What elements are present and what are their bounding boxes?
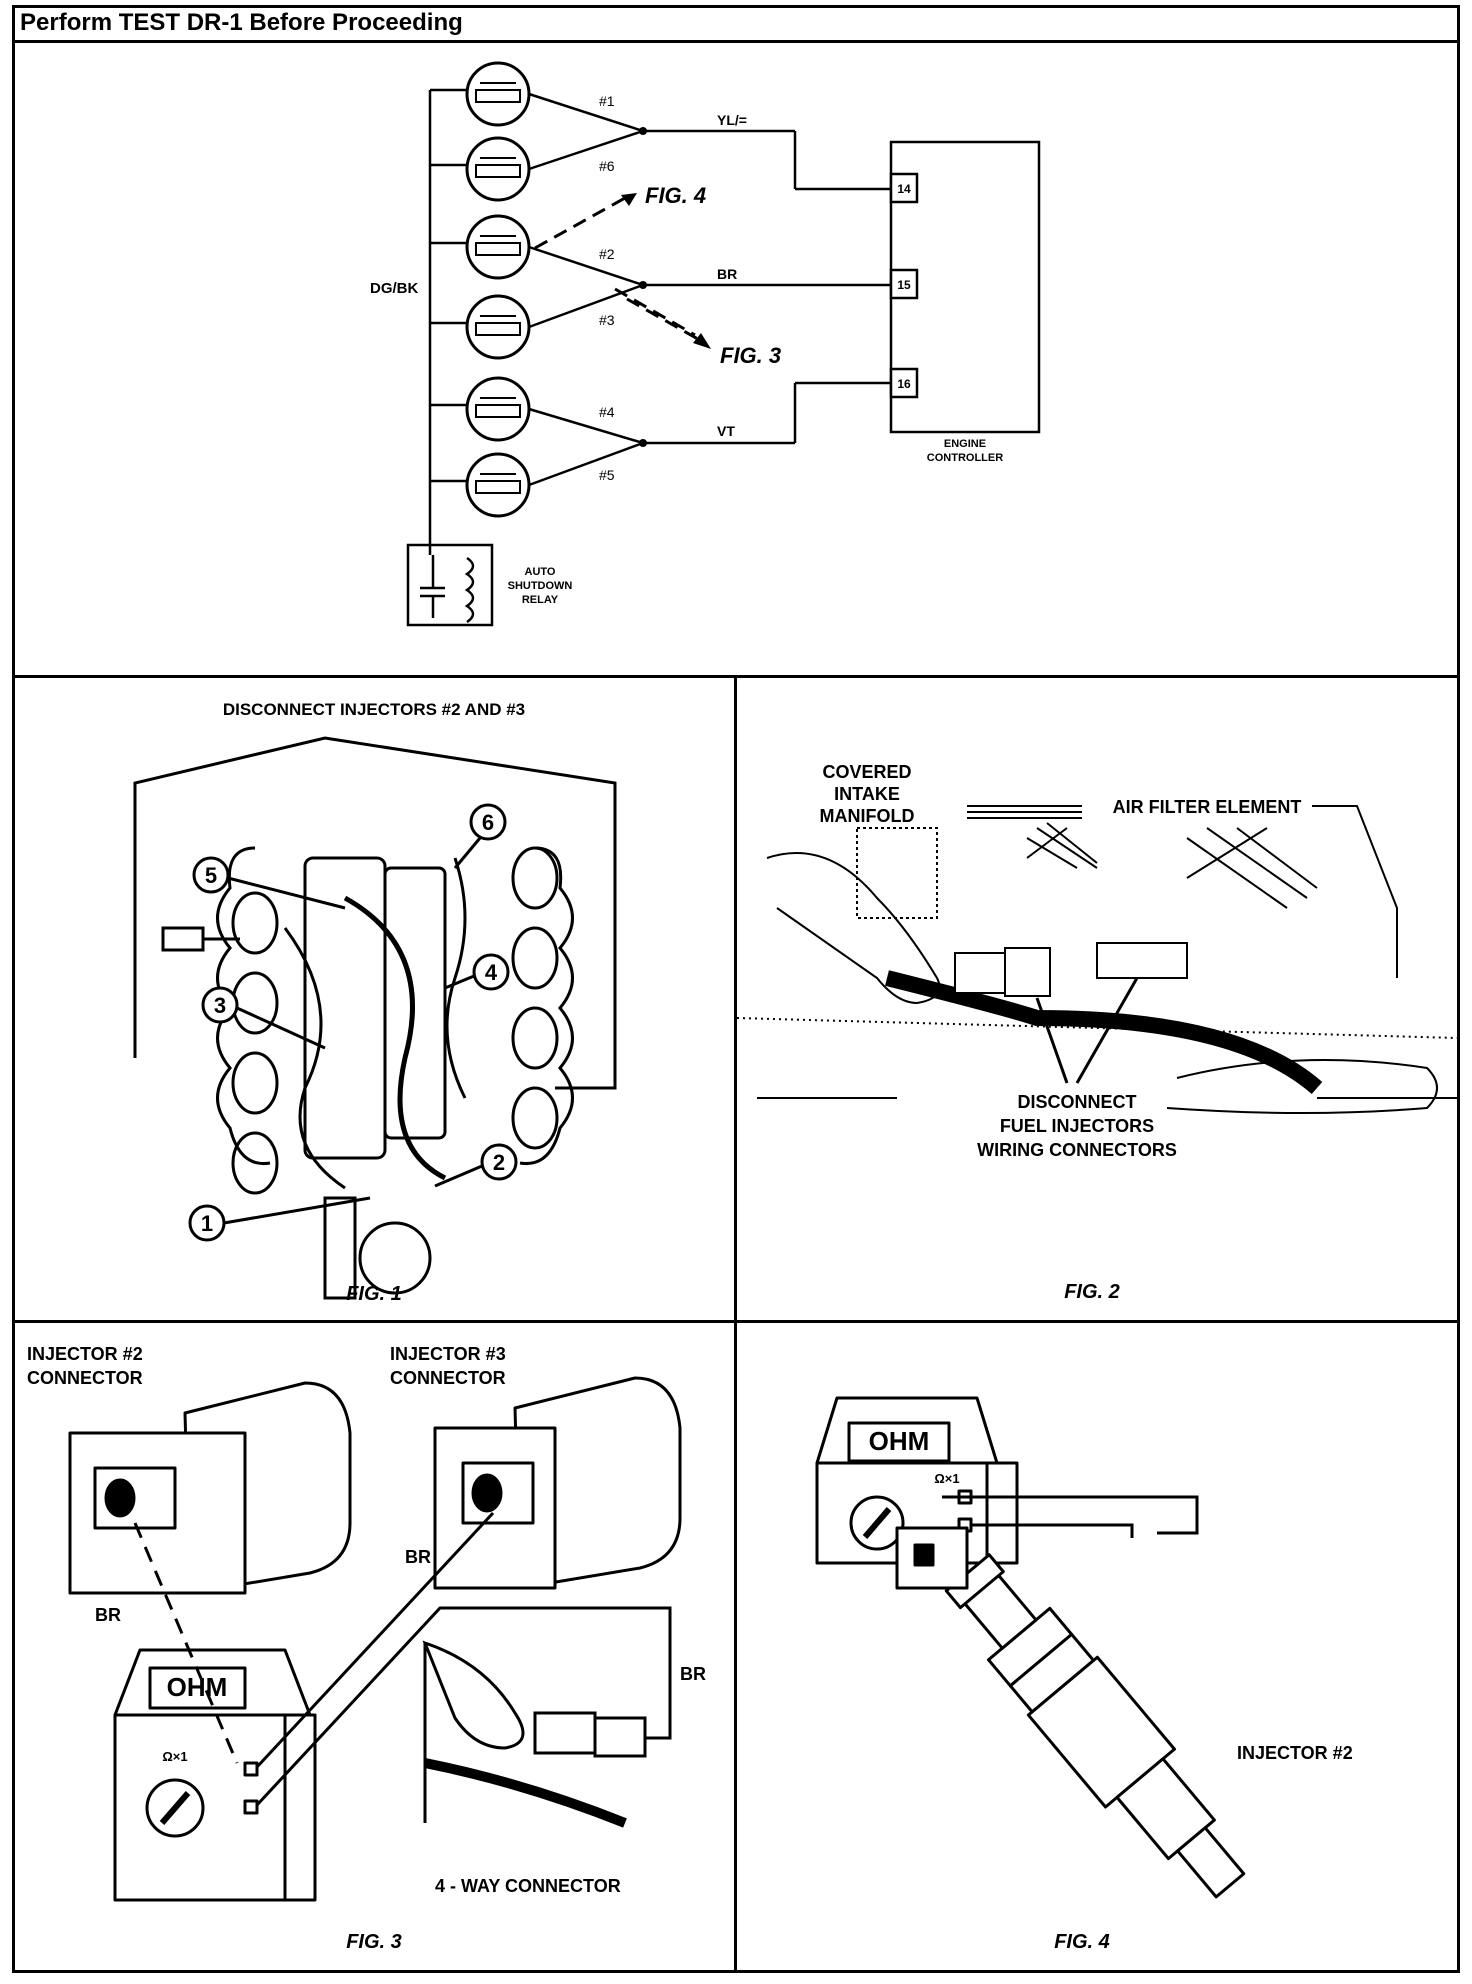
svg-text:4: 4	[485, 960, 498, 985]
fig3-inj3-label-2: CONNECTOR	[390, 1368, 506, 1388]
callout-4: 4	[444, 953, 510, 991]
fig2-illustration: COVERED INTAKE MANIFOLD AIR FILTER ELEME…	[736, 762, 1458, 1303]
callout-3: 3	[201, 986, 326, 1050]
pin-15: 15	[897, 278, 911, 292]
controller-label-2: CONTROLLER	[927, 452, 1003, 464]
fig3-panel: INJECTOR #2 CONNECTOR INJECTOR #3 CONNEC…	[15, 1323, 734, 1970]
fig3-meter-range: Ω×1	[162, 1749, 187, 1764]
controller-label-1: ENGINE	[944, 438, 986, 450]
fig2-disconnect-label-3: WIRING CONNECTORS	[977, 1140, 1177, 1160]
schematic-panel: 14 15 16 ENGINE CONTROLLER AUTO SHUTDOWN…	[15, 43, 1457, 675]
wire-yl-label: YL/=	[717, 112, 747, 128]
fig2-manifold-label-1: COVERED	[822, 762, 911, 782]
fig2-manifold-label-2: INTAKE	[834, 784, 900, 804]
fig4-injector-label: INJECTOR #2	[1237, 1743, 1353, 1763]
callout-1: 1	[188, 1196, 371, 1242]
fig1-illustration: DISCONNECT INJECTORS #2 AND #3 1 2 3 4 5…	[133, 700, 617, 1305]
relay-label-3: RELAY	[522, 594, 559, 606]
callout-2: 2	[434, 1143, 518, 1188]
fig3-inj2-label-1: INJECTOR #2	[27, 1344, 143, 1364]
fig3-inj2-label-2: CONNECTOR	[27, 1368, 143, 1388]
fig4-caption: FIG. 4	[1054, 1931, 1110, 1953]
fig3-wire-mid: BR	[405, 1547, 431, 1567]
injector-symbols	[465, 61, 531, 518]
fig2-panel: COVERED INTAKE MANIFOLD AIR FILTER ELEME…	[736, 678, 1458, 1320]
fig3-caption: FIG. 3	[346, 1931, 402, 1953]
fig3-wire-right: BR	[680, 1664, 706, 1684]
injector-1-label: #1	[599, 93, 615, 109]
pin-16: 16	[897, 377, 911, 391]
ref-fig3-label: FIG. 3	[720, 343, 781, 368]
injector-2-icon	[465, 214, 531, 280]
wire-vt-label: VT	[717, 423, 735, 439]
fig3-meter-display: OHM	[167, 1672, 228, 1702]
fig1-panel: DISCONNECT INJECTORS #2 AND #3 1 2 3 4 5…	[15, 678, 734, 1320]
fig4-illustration: OHM Ω×1 INJECTOR #2 FIG. 4	[815, 1396, 1353, 1953]
relay-label-2: SHUTDOWN	[508, 580, 573, 592]
injector-5-label: #5	[599, 467, 615, 483]
fig3-illustration: INJECTOR #2 CONNECTOR INJECTOR #3 CONNEC…	[27, 1344, 706, 1953]
header-title: Perform TEST DR-1 Before Proceeding	[20, 9, 463, 36]
divider-vertical	[734, 675, 737, 1973]
fig4-panel: OHM Ω×1 INJECTOR #2 FIG. 4	[737, 1323, 1457, 1970]
fig2-disconnect-label-2: FUEL INJECTORS	[1000, 1116, 1154, 1136]
injector-3-icon	[465, 294, 531, 360]
callout-6: 6	[453, 803, 507, 869]
wire-br-label: BR	[717, 266, 737, 282]
fig2-manifold-label-3: MANIFOLD	[820, 806, 915, 826]
injector-4-label: #4	[599, 404, 615, 420]
page-header: Perform TEST DR-1 Before Proceeding	[12, 5, 1460, 43]
fig1-heading: DISCONNECT INJECTORS #2 AND #3	[223, 700, 525, 719]
svg-text:2: 2	[493, 1150, 505, 1175]
injector-5-icon	[465, 452, 531, 518]
svg-text:3: 3	[214, 993, 226, 1018]
injector-2-label: #2	[599, 246, 615, 262]
ground-wire-label: DG/BK	[370, 280, 419, 297]
fig4-meter-display: OHM	[869, 1426, 930, 1456]
wiring-schematic: 14 15 16 ENGINE CONTROLLER AUTO SHUTDOWN…	[370, 61, 1041, 627]
fig3-wire-left: BR	[95, 1605, 121, 1625]
svg-text:5: 5	[205, 863, 217, 888]
fig2-filter-label: AIR FILTER ELEMENT	[1113, 797, 1302, 817]
fig2-disconnect-label-1: DISCONNECT	[1017, 1092, 1136, 1112]
ref-fig4-label: FIG. 4	[645, 183, 706, 208]
injector-6-icon	[465, 136, 531, 202]
injector-6-label: #6	[599, 158, 615, 174]
fig2-caption: FIG. 2	[1064, 1281, 1120, 1303]
relay-label-1: AUTO	[525, 566, 556, 578]
injector-3-label: #3	[599, 312, 615, 328]
fig1-caption: FIG. 1	[346, 1283, 402, 1305]
fig3-inj3-label-1: INJECTOR #3	[390, 1344, 506, 1364]
injector-4-icon	[465, 376, 531, 442]
callout-5: 5	[192, 856, 346, 910]
fig3-connector-label: 4 - WAY CONNECTOR	[435, 1876, 621, 1896]
fig4-meter-range: Ω×1	[934, 1471, 959, 1486]
pin-14: 14	[897, 182, 911, 196]
auto-shutdown-relay	[406, 543, 494, 627]
svg-text:6: 6	[482, 810, 494, 835]
svg-text:1: 1	[201, 1211, 213, 1236]
injector-1-icon	[465, 61, 531, 127]
